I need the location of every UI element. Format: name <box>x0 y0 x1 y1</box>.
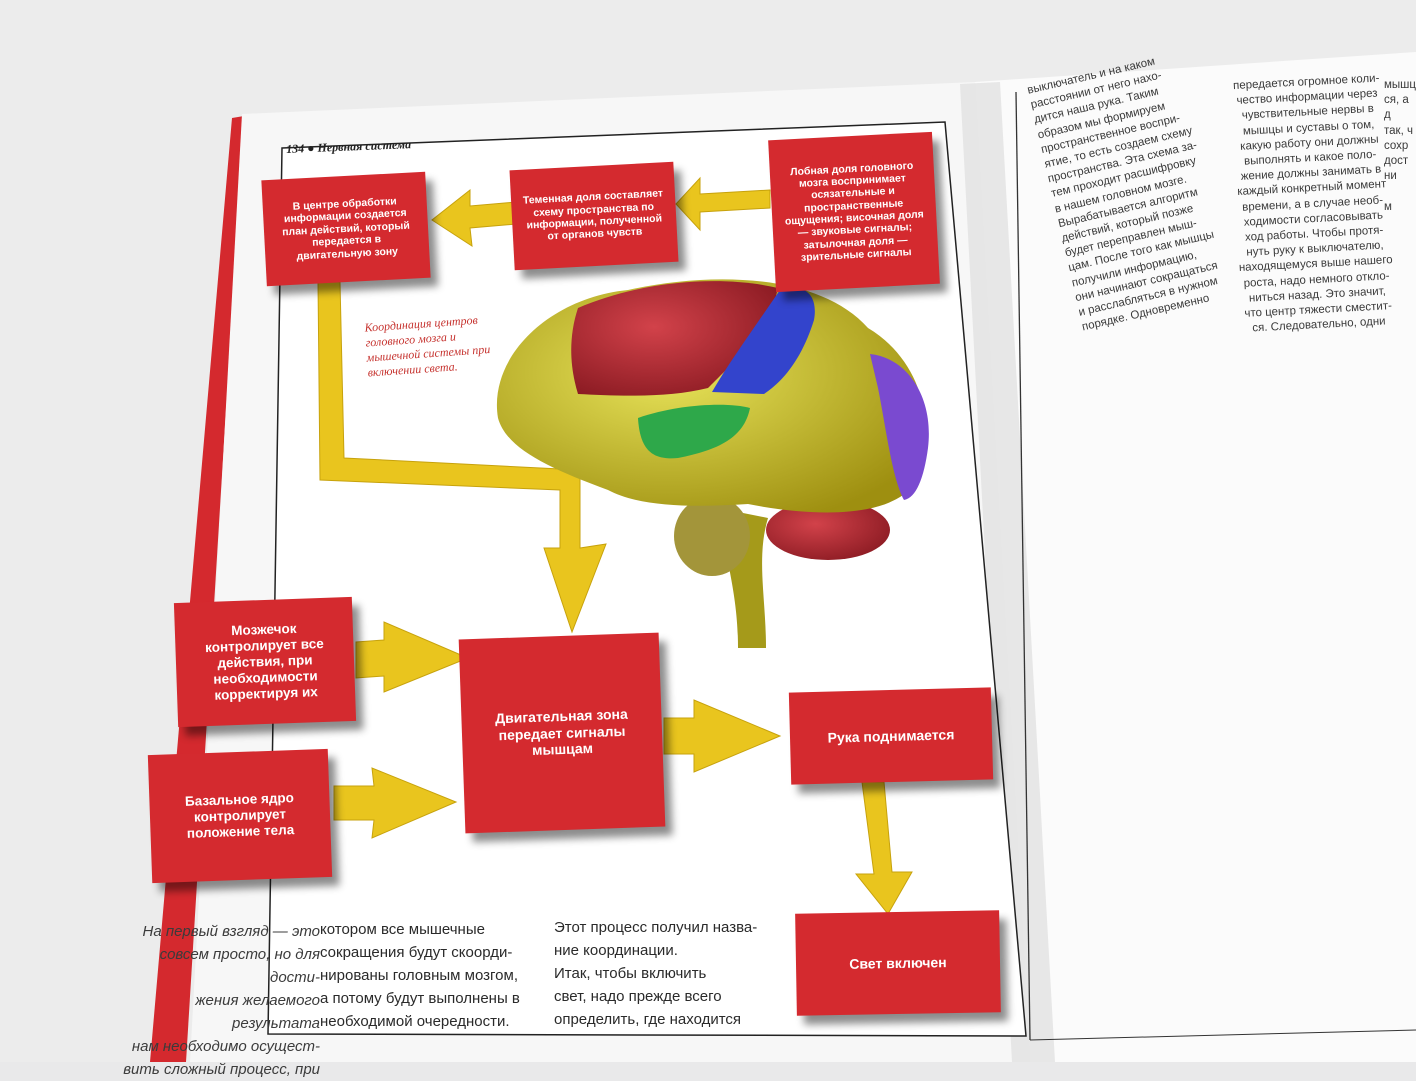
brain-illustration <box>496 279 929 648</box>
arrow-cerebellum-to-motor <box>355 621 470 693</box>
arrow-processing-to-motor <box>317 281 607 634</box>
right-page-col-3: мышц ся, а д так, ч сохр дост ни м <box>1384 79 1416 213</box>
body-text-col-3: Этот процесс получил назва- ние координа… <box>554 919 758 1028</box>
box-basal-nucleus: Базальное ядро контролирует положение те… <box>147 748 333 884</box>
right-page-col-2: передается огромное коли- чество информа… <box>1232 72 1393 335</box>
arrow-basal-to-motor <box>333 767 458 839</box>
box-arm-rises: Рука поднимается <box>788 687 994 785</box>
box-cerebellum: Мозжечок контролирует все действия, при … <box>173 596 357 728</box>
arrow-arm-to-light <box>854 781 913 915</box>
body-text-col-1: На первый взгляд — это совсем просто, но… <box>123 923 320 1078</box>
diagram-caption: Координация центров головного мозга и мы… <box>364 312 491 380</box>
body-text-col-2: котором все мышечные сокращения будут ск… <box>320 921 520 1030</box>
box-motor-zone: Двигательная зона передает сигналы мышца… <box>458 632 666 834</box>
arrow-frontal-to-parietal <box>675 176 771 232</box>
box-light-on: Свет включен <box>795 910 1001 1016</box>
arrow-motor-to-arm <box>663 699 782 773</box>
box-frontal-lobe: Лобная доля головного мозга воспринимает… <box>768 131 940 293</box>
box-processing-center: В центре обработки информации создается … <box>261 171 431 287</box>
box-parietal-lobe: Теменная доля составляет схему пространс… <box>509 161 679 271</box>
arrow-parietal-to-processing <box>431 188 517 247</box>
